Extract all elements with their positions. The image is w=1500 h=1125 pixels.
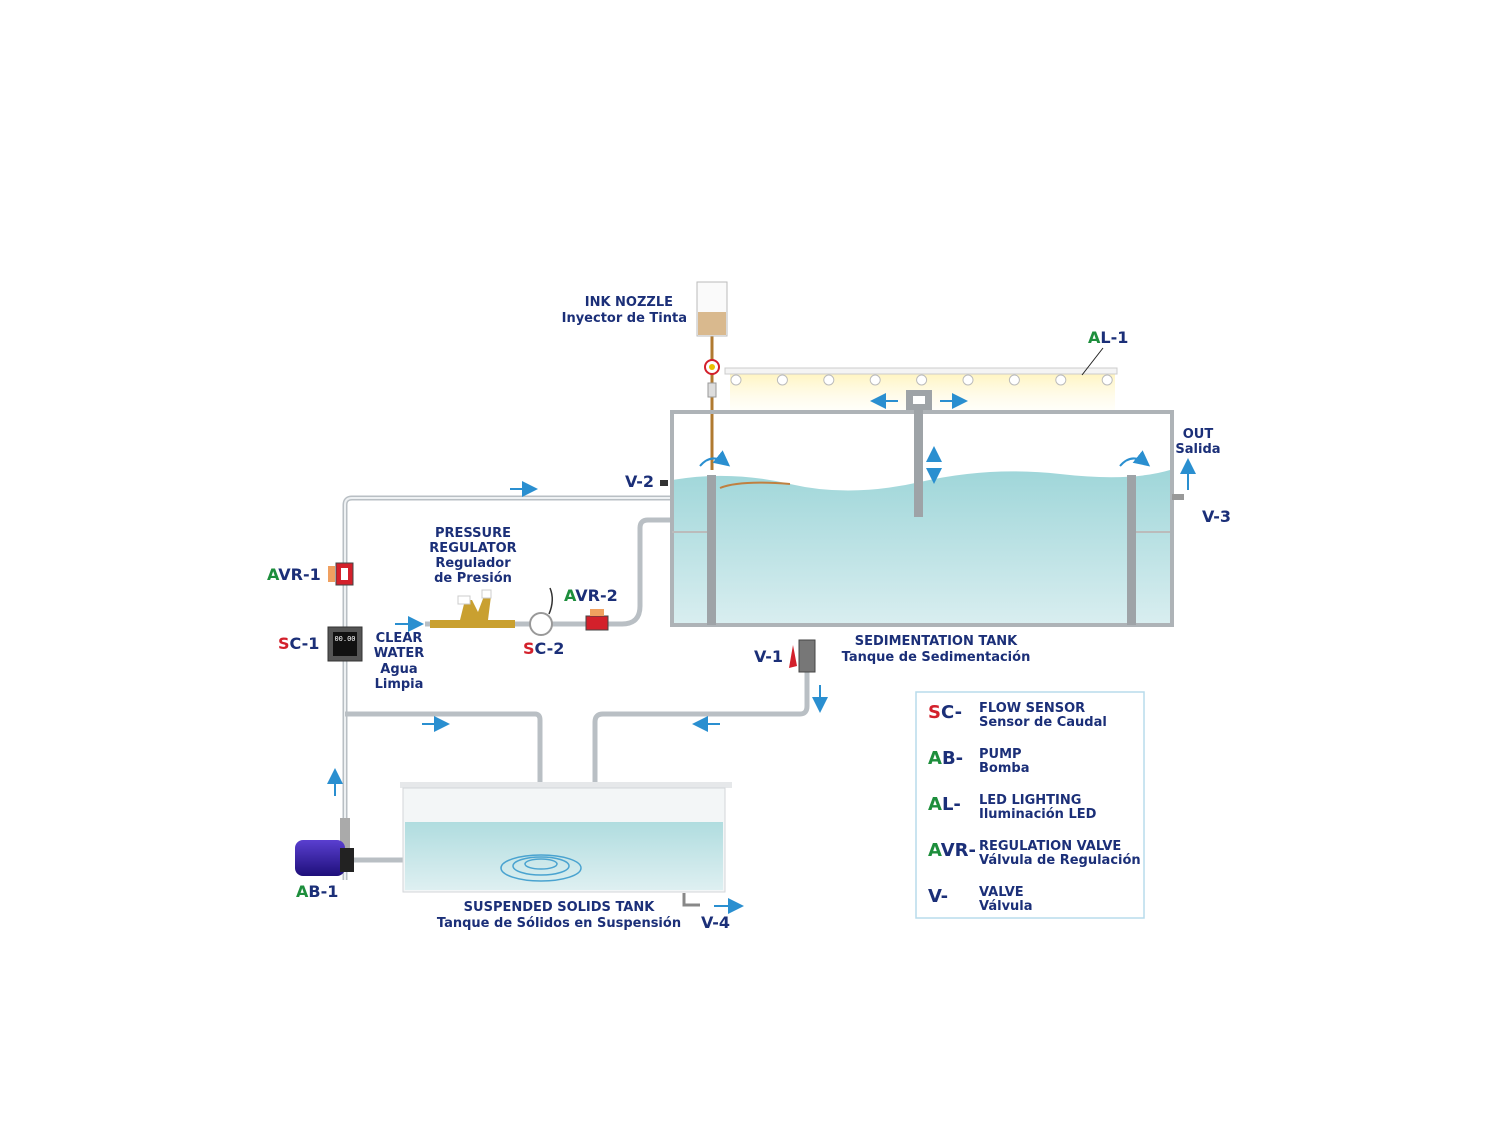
legend-label-en: PUMP [979,747,1022,762]
sc2-flow-sensor [529,587,553,636]
pressure-regulator [430,589,515,628]
v4-tag: V-4 [701,913,730,932]
led-bulb [776,374,788,386]
avr2-tag: AVR-2 [564,586,618,605]
avr1-valve[interactable] [328,562,354,586]
sedimentation-tank [670,367,1174,627]
ab1-tag: AB-1 [296,882,338,901]
led-bulb [730,374,742,386]
legend-label-es: Sensor de Caudal [979,715,1107,730]
v3-tag: V-3 [1202,507,1231,526]
al1-leader-line [1081,347,1104,376]
movable-baffle[interactable] [914,410,923,517]
led-bulb [1055,374,1067,386]
sc2-tag: SC-2 [523,639,564,658]
v1-tag: V-1 [754,647,783,666]
led-bulb [1101,374,1113,386]
led-light-bar [724,367,1118,375]
legend-label-en: VALVE [979,885,1024,900]
legend-label-es: Válvula [979,899,1033,914]
sc1-tag: SC-1 [278,634,319,653]
legend-code: AVR- [928,840,976,861]
suspended-solids-tank [400,782,732,893]
piping [342,330,810,880]
al1-tag: AL-1 [1088,328,1128,347]
sedimentation-water [672,470,1170,625]
avr2-valve[interactable] [585,609,609,631]
ab1-pump[interactable] [295,818,354,876]
led-bulb [916,374,928,386]
legend-label-en: REGULATION VALVE [979,839,1121,854]
outlet-weir [1127,475,1136,625]
led-bulb [823,374,835,386]
v2-tag: V-2 [625,472,654,491]
ink-trace [719,481,791,489]
flow-sensor-display: 00.00 [334,635,355,643]
avr1-tag: AVR-1 [267,565,321,584]
legend-code: V- [928,886,948,907]
led-bulb [1008,374,1020,386]
legend-label-en: FLOW SENSOR [979,701,1085,716]
v4-valve[interactable] [682,893,700,907]
ink-nozzle [696,281,728,398]
flow-arrows [327,458,1196,914]
legend-label-es: Bomba [979,761,1029,776]
v1-valve[interactable] [789,639,816,673]
v2-valve[interactable] [660,480,668,486]
legend-label-en: LED LIGHTING [979,793,1081,808]
legend-code: SC- [928,702,962,723]
led-bulb [962,374,974,386]
led-bulb [869,374,881,386]
inlet-baffle [707,475,716,625]
legend-label-es: Válvula de Regulación [979,853,1141,868]
legend-code: AL- [928,794,961,815]
mixing-ring [500,854,582,882]
legend-code: AB- [928,748,963,769]
led-bulbs [730,374,1113,386]
legend-label-es: Iluminación LED [979,807,1097,822]
sc1-flow-sensor: 00.00 [327,626,363,662]
v3-valve[interactable] [1172,494,1184,500]
